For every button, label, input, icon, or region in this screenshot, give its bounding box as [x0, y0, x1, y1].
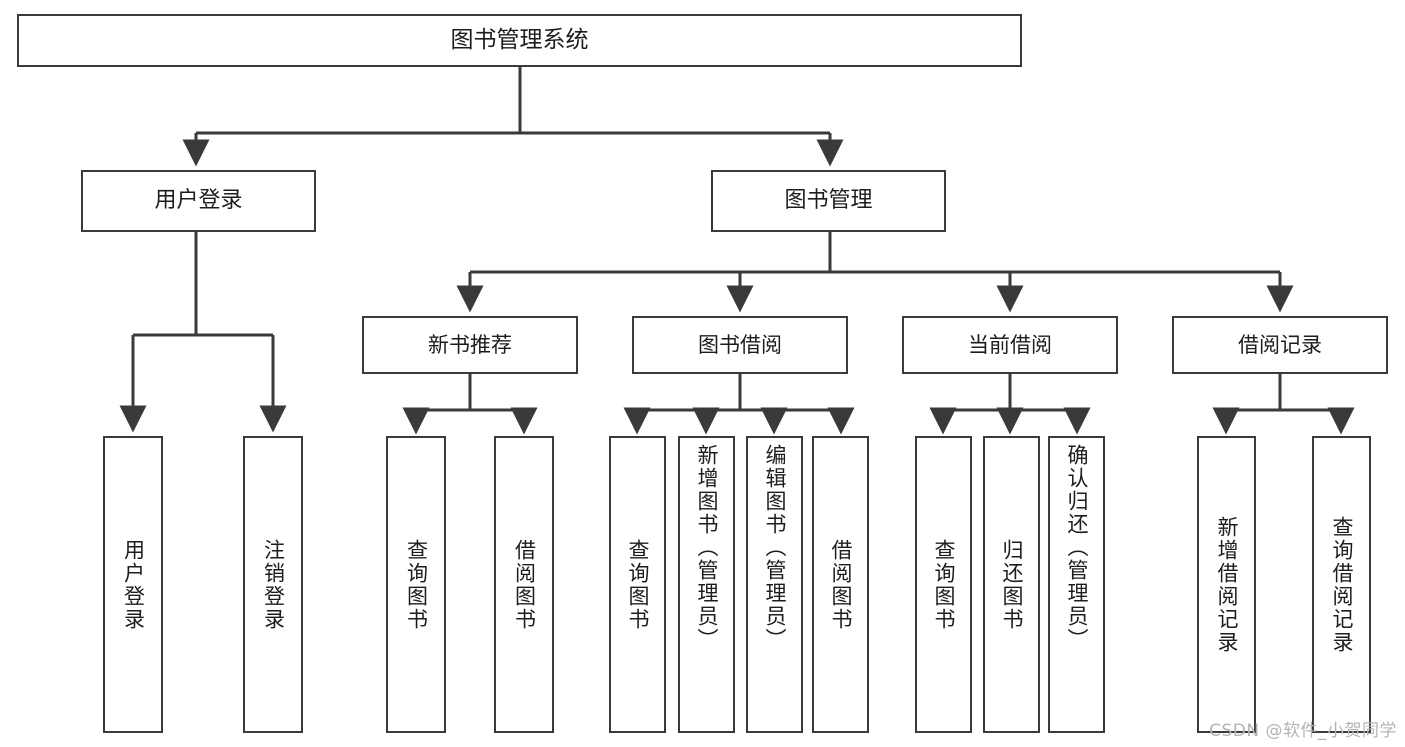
- node-label: 新增借阅记录: [1215, 515, 1239, 654]
- node-label: 查询图书: [932, 538, 956, 631]
- node-leaf-query-book-1[interactable]: 查询图书: [386, 436, 446, 733]
- node-label: 借阅图书: [512, 538, 537, 631]
- node-leaf-add-book[interactable]: 新增图书（管理员）: [678, 436, 735, 733]
- node-label: 当前借阅: [968, 332, 1052, 357]
- node-label: 借阅记录: [1238, 332, 1322, 357]
- node-borrow-record[interactable]: 借阅记录: [1172, 316, 1388, 374]
- node-leaf-logout-login[interactable]: 注销登录: [243, 436, 303, 733]
- node-leaf-return-book[interactable]: 归还图书: [983, 436, 1040, 733]
- node-leaf-edit-book[interactable]: 编辑图书（管理员）: [746, 436, 803, 733]
- node-label: 图书管理系统: [450, 26, 589, 53]
- node-label: 编辑图书（管理员）: [763, 444, 787, 651]
- node-leaf-query-book-3[interactable]: 查询图书: [915, 436, 972, 733]
- node-label: 借阅图书: [829, 538, 853, 631]
- node-label: 查询图书: [626, 538, 650, 631]
- node-leaf-query-record[interactable]: 查询借阅记录: [1312, 436, 1371, 733]
- node-leaf-confirm-return[interactable]: 确认归还（管理员）: [1048, 436, 1105, 733]
- node-leaf-add-record[interactable]: 新增借阅记录: [1197, 436, 1256, 733]
- node-label: 注销登录: [261, 538, 286, 631]
- node-current-borrow[interactable]: 当前借阅: [902, 316, 1118, 374]
- node-label: 查询图书: [404, 538, 429, 631]
- node-new-book-recommend[interactable]: 新书推荐: [362, 316, 578, 374]
- node-label: 归还图书: [1000, 538, 1024, 631]
- node-label: 图书借阅: [698, 332, 782, 357]
- node-label: 查询借阅记录: [1330, 515, 1354, 654]
- node-label: 新书推荐: [428, 332, 512, 357]
- node-label: 用户登录: [154, 188, 243, 214]
- node-label: 确认归还（管理员）: [1065, 444, 1089, 651]
- node-label: 图书管理: [784, 188, 873, 214]
- node-leaf-query-book-2[interactable]: 查询图书: [609, 436, 666, 733]
- node-leaf-user-login[interactable]: 用户登录: [103, 436, 163, 733]
- watermark: CSDN @软件_小贺同学: [1209, 721, 1397, 741]
- node-leaf-borrow-book-2[interactable]: 借阅图书: [812, 436, 869, 733]
- node-leaf-borrow-book-1[interactable]: 借阅图书: [494, 436, 554, 733]
- node-root-system[interactable]: 图书管理系统: [17, 14, 1022, 67]
- node-user-login[interactable]: 用户登录: [81, 170, 316, 232]
- node-book-borrow[interactable]: 图书借阅: [632, 316, 848, 374]
- node-book-management[interactable]: 图书管理: [711, 170, 946, 232]
- node-label: 用户登录: [121, 538, 146, 631]
- node-label: 新增图书（管理员）: [695, 444, 719, 651]
